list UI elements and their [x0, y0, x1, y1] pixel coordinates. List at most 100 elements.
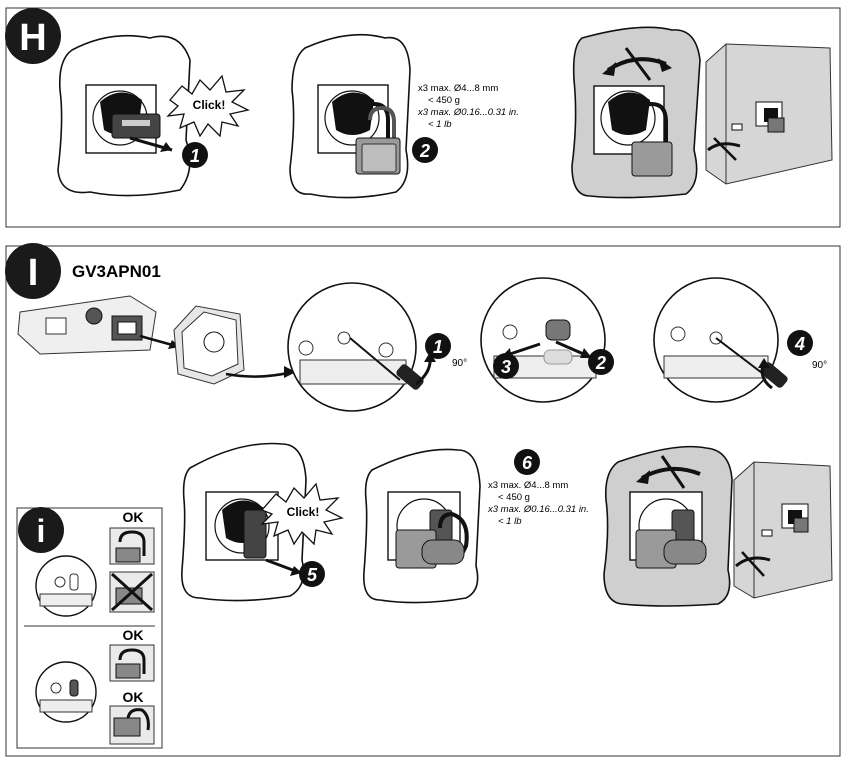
info-detail-bottom-plug: [69, 679, 79, 697]
i6-spec-line2: < 450 g: [498, 492, 530, 503]
i-bag-part-c-window: [117, 321, 137, 335]
info-box: i OK OK OK: [16, 507, 163, 749]
i-panel-5: Click! 5: [181, 442, 344, 602]
i-handle-center: [203, 331, 225, 353]
i-detail-4-rotate-arrow-head: [758, 358, 770, 368]
i-detail-2-plug: [545, 319, 571, 341]
i7-cross-out: [660, 455, 686, 489]
h1-click-label: Click!: [193, 98, 226, 112]
i-angle4-label: 90°: [812, 360, 827, 371]
h2-spec-line4: < 1 lb: [428, 119, 452, 130]
i-step3-badge: [493, 353, 519, 379]
info-detail-top-rail: [39, 593, 93, 607]
i-detail-2-arrow-2-head: [580, 348, 592, 358]
h3-shackle: [636, 101, 668, 146]
i6-spec-line1: x3 max. Ø4...8 mm: [488, 480, 568, 491]
i-step5-label: 5: [307, 565, 318, 585]
h2-step-label: 2: [419, 141, 430, 161]
info-not-ok-cross-b: [110, 572, 154, 612]
info-detail-bottom-circle: [35, 661, 97, 723]
i-step3-label: 3: [501, 357, 511, 377]
i-angle1-label: 90°: [452, 358, 467, 369]
i-detail-1-rotate-arrow-head: [424, 352, 436, 362]
i6-padlock-body-b: [421, 539, 465, 565]
h3-padlock-body: [631, 141, 673, 177]
i7-door-key: [761, 529, 773, 537]
info-badge: [18, 507, 64, 553]
h2-shackle-b: [368, 105, 396, 142]
info-ok-3-shackle: [126, 708, 150, 731]
section-i-frame: [5, 245, 841, 757]
i-panel-6: 6 x3 max. Ø4...8 mm < 450 g x3 max. Ø0.1…: [363, 448, 589, 604]
i-step1-badge: [425, 333, 451, 359]
i-step6-label: 6: [522, 453, 533, 473]
i-step2-label: 2: [595, 353, 606, 373]
i-step4-badge: [787, 330, 813, 356]
info-ok-1-padlock: [115, 547, 141, 563]
i7-door-arrow: [735, 556, 771, 568]
i-step2-badge: [588, 349, 614, 375]
i-detail-2-hole-a: [502, 324, 518, 340]
i7-door-panel: [733, 461, 833, 599]
section-h: H Click! 1 2 x3: [5, 7, 841, 228]
h2-spec-line1: x3 max. Ø4...8 mm: [418, 83, 498, 94]
i5-click-burst: [260, 482, 344, 546]
i-bag-arrow: [139, 334, 177, 348]
h1-step-label: 1: [190, 146, 200, 166]
i-handle-unit: [173, 305, 296, 385]
h-panel-1: Click! 1: [57, 34, 250, 197]
h3-cross-out: [624, 47, 652, 81]
section-h-badge-label: H: [19, 17, 46, 59]
info-detail-top-circle: [35, 555, 97, 617]
h1-step-badge: [182, 142, 208, 168]
i7-rotate-arrow-head: [636, 470, 650, 484]
i-detail-1: 1 90°: [287, 282, 467, 412]
h-panel-3: [571, 26, 833, 199]
i-detail-1-hole-c: [378, 342, 394, 358]
info-detail-bottom-rail: [39, 699, 93, 713]
i6-spec-line4: < 1 lb: [498, 516, 522, 527]
section-i-title: GV3APN01: [72, 262, 161, 281]
h3-rotate-arrow-head-left: [602, 62, 616, 76]
info-ok-2: OK: [123, 627, 144, 643]
i5-pull-arrow-head: [290, 566, 302, 576]
i-bag-part-a: [45, 317, 67, 335]
h2-shackle-a: [358, 101, 390, 140]
h1-pull-arrow-head: [160, 142, 172, 152]
i-step4-label: 4: [794, 334, 805, 354]
i6-shackle: [438, 511, 469, 563]
i-detail-1-hole-b: [337, 331, 351, 345]
i5-padlock-tab: [243, 509, 267, 559]
section-h-frame: [5, 7, 841, 228]
info-ok-3: OK: [123, 689, 144, 705]
info-detail-top-hole-a: [54, 576, 66, 588]
h1-click-burst: [166, 74, 250, 138]
info-detail-top-plug: [69, 573, 79, 591]
i-detail-4-rail: [663, 355, 769, 379]
info-ok-1: OK: [123, 509, 144, 525]
i-detail-4-hole-a: [670, 326, 686, 342]
section-i: I GV3APN01: [5, 243, 841, 757]
h1-tab-label: [122, 120, 150, 126]
i-detail-2-plug-removed: [543, 349, 573, 365]
h3-rotate-arrow-head-right: [658, 58, 672, 72]
i-panel-7: [603, 445, 833, 607]
i5-click-label: Click!: [287, 505, 320, 519]
h2-knob: [332, 92, 374, 135]
i-detail-2-circle: [480, 277, 606, 403]
info-detail-bottom-hole-a: [50, 682, 62, 694]
h3-door-cross-out: [713, 137, 737, 161]
h3-door-arrow: [707, 142, 741, 152]
section-h-badge: [5, 8, 61, 64]
i-accessory-bag: [17, 295, 180, 355]
info-badge-label: i: [37, 513, 46, 549]
i-detail-1-rail: [299, 359, 407, 385]
i-detail-1-screwdriver-shaft: [349, 337, 401, 381]
h3-door-padlock: [767, 117, 785, 133]
info-ok-3-padlock: [113, 717, 141, 737]
info-ok-2-padlock: [115, 663, 141, 679]
i-step5-badge: [299, 561, 325, 587]
h2-spec-line3: x3 max. Ø0.16...0.31 in.: [417, 107, 519, 118]
i7-door-cross-out: [741, 551, 765, 577]
